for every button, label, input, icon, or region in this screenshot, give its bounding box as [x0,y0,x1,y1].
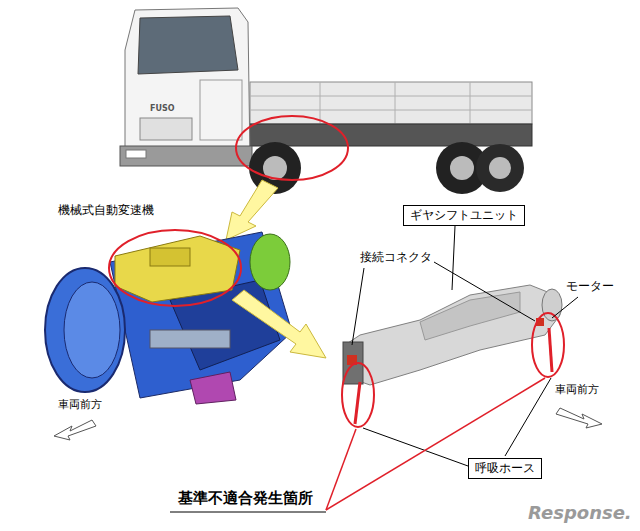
part-name: 接続コネクタ [360,250,432,264]
leader-lines [170,226,578,512]
direction-label: 車両前方 [555,383,599,396]
box-text: ギヤシフトユニット [410,208,518,222]
brand-mark: FUSO [150,104,175,114]
part-name-box: ギヤシフトユニット [403,205,525,226]
truck-illustration [120,8,532,194]
callout-title: 基準不適合発生箇所 [178,489,313,507]
box-text: 呼吸ホース [475,461,535,475]
direction-arrow [556,408,602,428]
watermark: Response. [528,502,632,524]
part-name: 機械式自動変速機 [58,203,154,217]
pointer-arrow [232,290,326,358]
direction-label: 車両前方 [58,398,102,411]
direction-arrow [54,420,96,440]
pointer-arrow [226,180,278,240]
gear-shift-unit-illustration [342,285,564,427]
part-name: モーター [566,279,614,293]
transmission-illustration [45,230,292,404]
part-name-box: 呼吸ホース [468,458,542,479]
callout-lines [326,378,545,510]
